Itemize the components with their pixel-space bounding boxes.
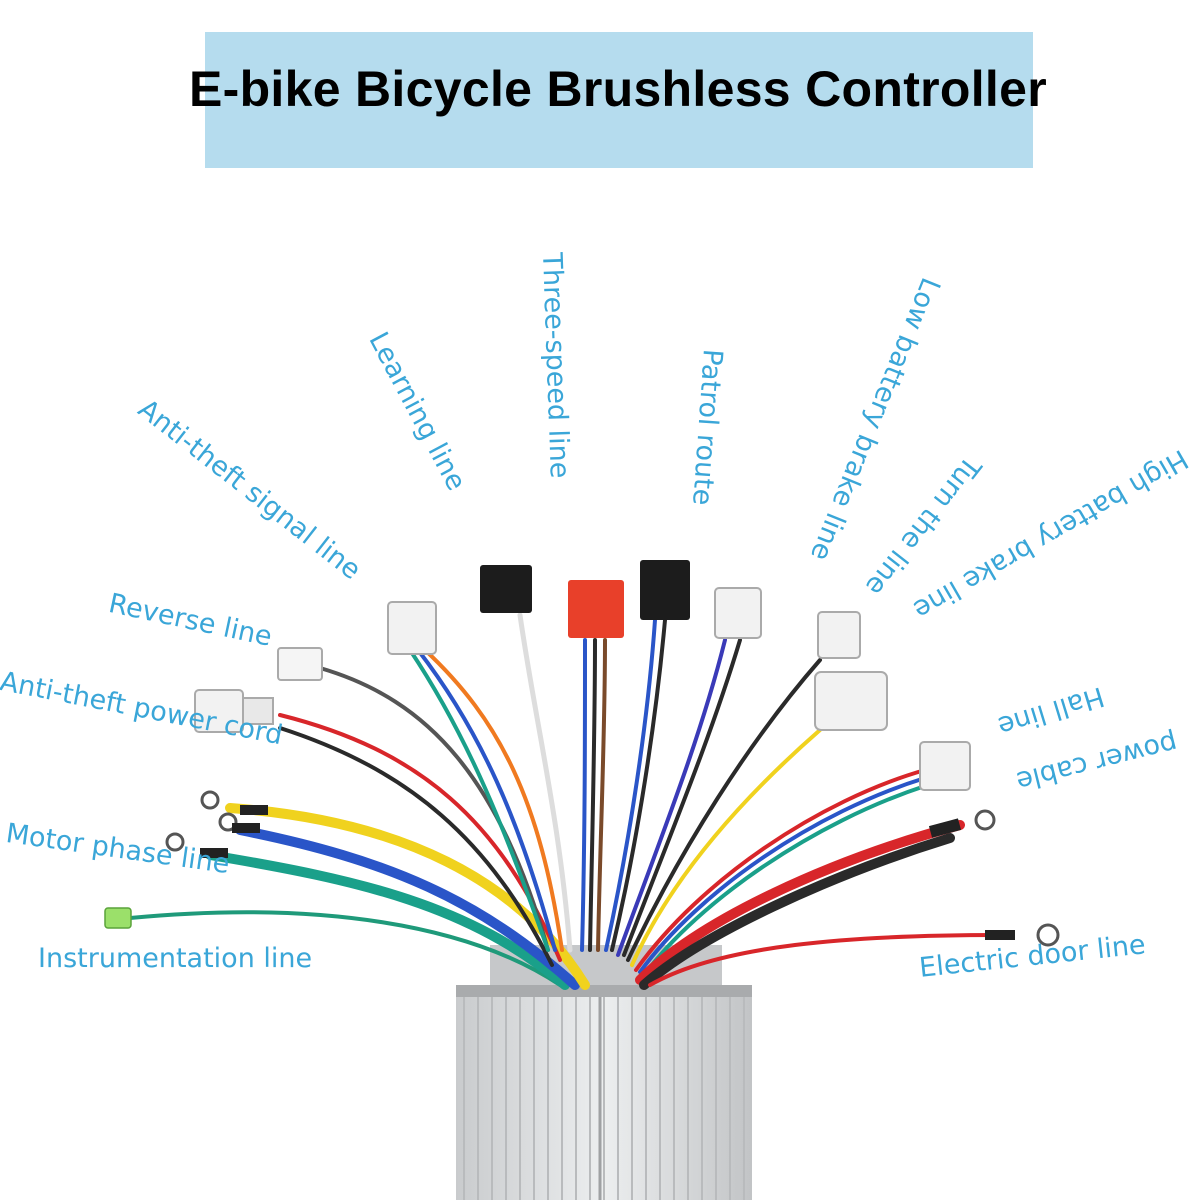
hall-wire-red — [634, 768, 927, 972]
motor-phase-blue-wire — [235, 825, 580, 990]
ring-terminal — [218, 812, 238, 832]
power-wire-red — [635, 820, 965, 985]
heat-shrink — [232, 823, 260, 833]
anti-theft-signal-orange — [423, 648, 564, 952]
three-speed-wire-brown — [596, 638, 607, 952]
heat-shrink — [240, 805, 268, 815]
instrumentation-wire — [128, 910, 562, 987]
hall-wire-green — [642, 784, 927, 977]
patrol-connector — [640, 560, 690, 620]
patrol-wire-blue — [604, 618, 657, 952]
three-speed-connector — [568, 580, 624, 638]
hall-connector — [919, 741, 971, 791]
heat-shrink — [928, 818, 962, 838]
ring-terminal — [974, 809, 996, 831]
low-battery-brake-connector — [714, 587, 762, 639]
label-instrumentation-line: Instrumentation line — [38, 943, 313, 974]
reverse-wire-gray — [318, 666, 550, 952]
power-wire-black — [639, 833, 955, 990]
connectors — [104, 560, 1060, 947]
wires — [128, 612, 1002, 990]
anti-theft-signal-blue — [416, 648, 557, 952]
turn-connector — [817, 611, 861, 659]
learning-connector — [480, 565, 532, 613]
anti-theft-power-black-wire — [278, 726, 554, 967]
page-title: E-bike Bicycle Brushless Controller — [188, 61, 1047, 117]
turn-wire-black — [626, 658, 822, 962]
electric-door-wire — [648, 933, 1002, 987]
high-battery-brake-connector — [814, 671, 888, 731]
title-banner — [205, 32, 1033, 168]
instrumentation-connector — [104, 907, 132, 929]
three-speed-wire-black — [588, 638, 597, 952]
heat-shrink — [200, 848, 228, 858]
low-brake-wire-black — [622, 638, 742, 957]
motor-phase-green-wire — [205, 850, 570, 990]
heat-shrink — [985, 930, 1015, 940]
learning-wire-white — [517, 612, 573, 953]
ring-terminal — [165, 832, 185, 852]
ring-terminal — [200, 790, 220, 810]
low-brake-wire-blue — [616, 638, 727, 957]
hall-wire-blue — [638, 776, 927, 974]
three-speed-wire-blue — [580, 638, 587, 952]
anti-theft-signal-connector — [387, 601, 437, 655]
high-brake-wire-yellow — [630, 728, 822, 967]
anti-theft-signal-green — [408, 648, 550, 952]
label-three-speed-line: Three-speed line — [536, 251, 575, 479]
ring-terminal — [1036, 923, 1060, 947]
patrol-wire-black — [610, 618, 667, 952]
controller-housing — [456, 945, 752, 1200]
reverse-connector — [277, 647, 323, 681]
